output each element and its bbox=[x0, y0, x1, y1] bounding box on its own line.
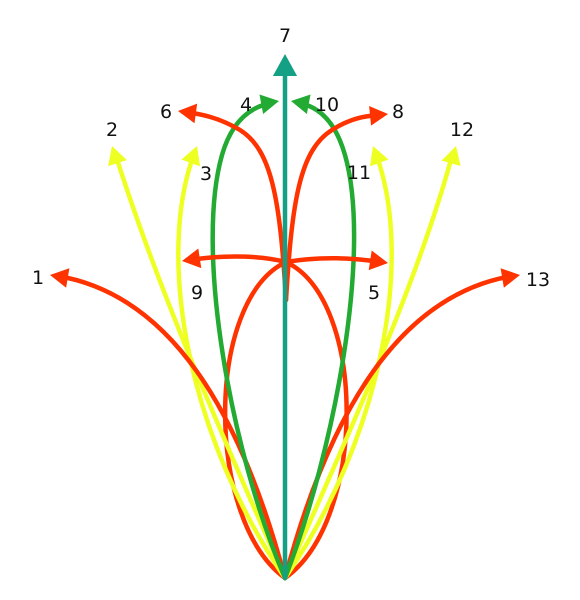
route-3 bbox=[176, 146, 288, 581]
route-7 bbox=[272, 54, 298, 581]
route-9 bbox=[182, 248, 289, 269]
route-11-line bbox=[282, 151, 394, 581]
route-label-3: 3 bbox=[200, 163, 212, 185]
route-label-13: 13 bbox=[526, 269, 550, 291]
route-9-line bbox=[187, 254, 289, 265]
route-label-6: 6 bbox=[160, 101, 172, 123]
route-label-2: 2 bbox=[106, 119, 118, 141]
route-label-10: 10 bbox=[315, 94, 339, 116]
route-3-arrowhead bbox=[181, 146, 201, 167]
route-6-arrowhead bbox=[178, 103, 198, 124]
route-5-line bbox=[283, 256, 383, 265]
route-label-1: 1 bbox=[32, 267, 44, 289]
route-label-9: 9 bbox=[191, 282, 203, 304]
route-label-11: 11 bbox=[347, 162, 371, 184]
route-label-12: 12 bbox=[450, 119, 474, 141]
route-8-arrowhead bbox=[369, 105, 388, 126]
route-11 bbox=[282, 146, 394, 581]
route-label-5: 5 bbox=[368, 282, 380, 304]
route-8-line bbox=[283, 112, 381, 303]
route-label-4: 4 bbox=[240, 94, 252, 116]
route-label-8: 8 bbox=[392, 101, 404, 123]
route-4-arrowhead bbox=[259, 94, 279, 115]
route-12 bbox=[282, 146, 461, 581]
route-1-line bbox=[55, 273, 288, 581]
route-13 bbox=[282, 268, 520, 581]
route-2-arrowhead bbox=[108, 146, 127, 167]
route-9-arrowhead bbox=[182, 248, 202, 269]
route-1-arrowhead bbox=[50, 268, 70, 288]
route-13-arrowhead bbox=[500, 268, 520, 288]
route-label-7: 7 bbox=[279, 25, 291, 47]
route-6 bbox=[178, 103, 289, 303]
route-7-arrowhead bbox=[272, 54, 298, 76]
route-8 bbox=[283, 105, 388, 303]
route-4-line bbox=[210, 100, 288, 581]
route-4 bbox=[210, 94, 288, 581]
route-3-line bbox=[176, 151, 288, 581]
route-5-arrowhead bbox=[368, 250, 388, 271]
route-1 bbox=[50, 268, 288, 581]
route-11-arrowhead bbox=[369, 146, 389, 167]
route-10-arrowhead bbox=[291, 94, 311, 115]
routes-layer bbox=[50, 54, 520, 581]
route-5 bbox=[283, 250, 388, 271]
route-10-line bbox=[282, 100, 357, 581]
route-12-arrowhead bbox=[441, 146, 461, 167]
route-10 bbox=[282, 94, 357, 581]
route-12-line bbox=[282, 153, 455, 581]
route-6-line bbox=[183, 109, 289, 303]
route-13-line bbox=[282, 273, 515, 581]
